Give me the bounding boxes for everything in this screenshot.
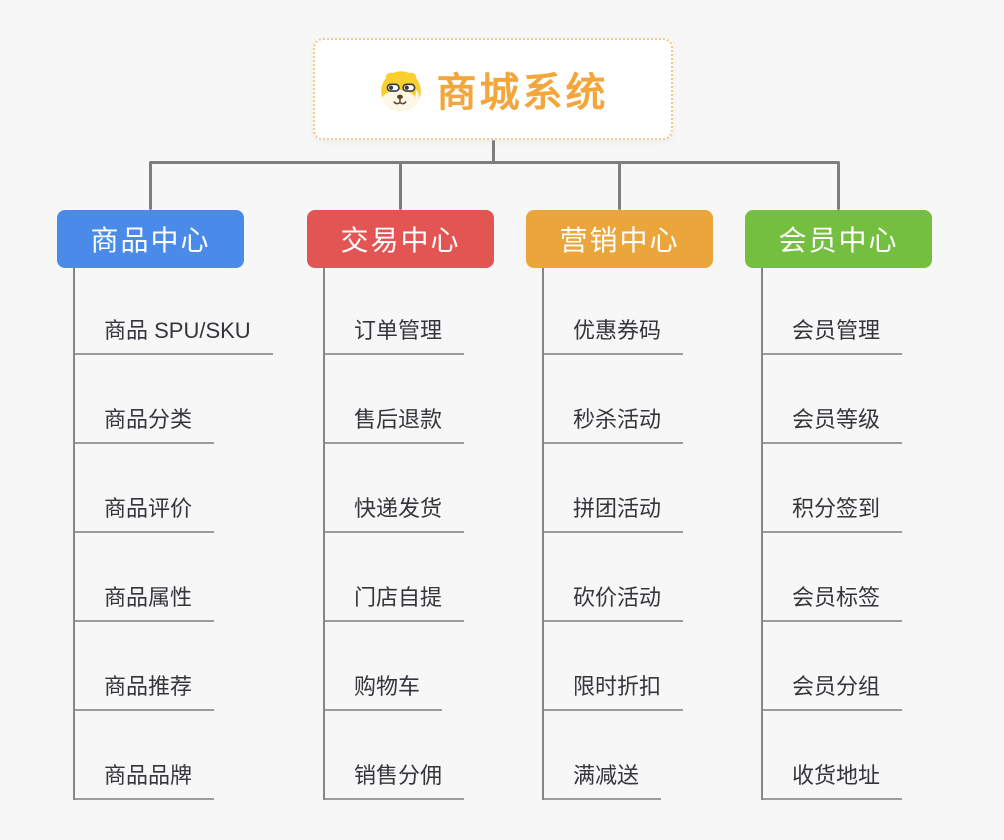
child-topic[interactable]: 商品分类 (73, 402, 215, 444)
child-topic-row: 会员标签 (761, 533, 1001, 622)
child-topic-row: 秒杀活动 (542, 355, 782, 444)
child-topic-row: 门店自提 (323, 533, 563, 622)
child-topic-row: 会员分组 (761, 622, 1001, 711)
branch-children-column: 优惠券码秒杀活动拼团活动砍价活动限时折扣满减送 (542, 266, 782, 800)
branch-drop-connector (837, 162, 840, 210)
child-topic[interactable]: 商品品牌 (73, 758, 215, 800)
child-topic-row: 限时折扣 (542, 622, 782, 711)
child-topic-row: 收货地址 (761, 711, 1001, 800)
branch-bus-connector (149, 161, 840, 164)
branch-drop-connector (149, 162, 152, 210)
root-title: 商城系统 (436, 71, 609, 115)
child-topic[interactable]: 会员等级 (761, 402, 903, 444)
child-topic[interactable]: 商品属性 (73, 580, 215, 622)
child-topic[interactable]: 商品推荐 (73, 669, 215, 711)
child-topic-row: 商品 SPU/SKU (73, 266, 313, 355)
branch-label: 会员中心 (778, 225, 899, 256)
child-topic[interactable]: 商品 SPU/SKU (73, 313, 273, 355)
child-topic[interactable]: 砍价活动 (542, 580, 684, 622)
child-topic-row: 会员等级 (761, 355, 1001, 444)
child-topic-row: 会员管理 (761, 266, 1001, 355)
child-topic[interactable]: 订单管理 (323, 313, 465, 355)
child-topic[interactable]: 销售分佣 (323, 758, 465, 800)
child-topic[interactable]: 会员标签 (761, 580, 903, 622)
child-topic-row: 快递发货 (323, 444, 563, 533)
root-stem-connector (491, 140, 495, 163)
branch-children-column: 商品 SPU/SKU 商品分类商品评价商品属性商品推荐商品品牌 (73, 266, 313, 800)
child-topic[interactable]: 商品评价 (73, 491, 215, 533)
shiba-dog-icon (378, 66, 424, 112)
child-topic[interactable]: 秒杀活动 (542, 402, 684, 444)
child-topic-row: 商品评价 (73, 444, 313, 533)
children-spine-connector (761, 268, 763, 800)
branch-label: 交易中心 (340, 225, 461, 256)
branch-drop-connector (618, 162, 621, 210)
branch-node[interactable]: 商品中心 (57, 210, 244, 268)
child-topic-row: 商品属性 (73, 533, 313, 622)
branch-node[interactable]: 会员中心 (745, 210, 932, 268)
branch-node[interactable]: 营销中心 (526, 210, 713, 268)
child-topic-row: 销售分佣 (323, 711, 563, 800)
child-topic[interactable]: 购物车 (323, 669, 443, 711)
child-topic-row: 积分签到 (761, 444, 1001, 533)
child-topic[interactable]: 会员管理 (761, 313, 903, 355)
child-topic[interactable]: 快递发货 (323, 491, 465, 533)
child-topic[interactable]: 门店自提 (323, 580, 465, 622)
child-topic-row: 商品推荐 (73, 622, 313, 711)
child-topic[interactable]: 满减送 (542, 758, 662, 800)
child-topic-row: 订单管理 (323, 266, 563, 355)
child-topic[interactable]: 限时折扣 (542, 669, 684, 711)
child-topic[interactable]: 积分签到 (761, 491, 903, 533)
branch-children-column: 会员管理会员等级积分签到会员标签会员分组收货地址 (761, 266, 1001, 800)
branch-label: 商品中心 (90, 225, 211, 256)
branch-drop-connector (399, 162, 402, 210)
child-topic[interactable]: 会员分组 (761, 669, 903, 711)
child-topic-row: 商品品牌 (73, 711, 313, 800)
child-topic-row: 商品分类 (73, 355, 313, 444)
children-spine-connector (323, 268, 325, 800)
child-topic-row: 优惠券码 (542, 266, 782, 355)
child-topic[interactable]: 收货地址 (761, 758, 903, 800)
child-topic[interactable]: 售后退款 (323, 402, 465, 444)
child-topic-row: 购物车 (323, 622, 563, 711)
branch-node[interactable]: 交易中心 (307, 210, 494, 268)
root-node[interactable]: 商城系统 (313, 38, 673, 140)
child-topic-row: 砍价活动 (542, 533, 782, 622)
branch-children-column: 订单管理售后退款快递发货门店自提购物车销售分佣 (323, 266, 563, 800)
child-topic[interactable]: 优惠券码 (542, 313, 684, 355)
children-spine-connector (73, 268, 75, 800)
child-topic-row: 拼团活动 (542, 444, 782, 533)
branch-label: 营销中心 (559, 225, 680, 256)
child-topic-row: 满减送 (542, 711, 782, 800)
child-topic-row: 售后退款 (323, 355, 563, 444)
child-topic[interactable]: 拼团活动 (542, 491, 684, 533)
children-spine-connector (542, 268, 544, 800)
